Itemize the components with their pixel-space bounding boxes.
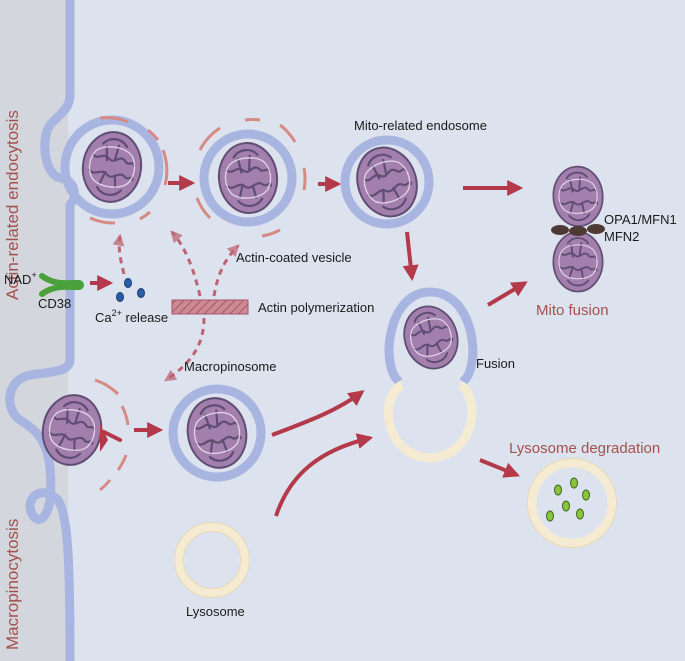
- side-label-macropinocytosis: Macropinocytosis: [3, 519, 22, 650]
- endocytic-vesicle-forming: [60, 115, 169, 225]
- arrow-endosome-to-fusion: [402, 231, 419, 282]
- calcium-ions: [116, 278, 145, 302]
- label-lysosome-degradation: Lysosome degradation: [509, 440, 660, 457]
- arrow-lysosome-to-fusion: [274, 433, 374, 517]
- macropinocytic-cup: [36, 378, 130, 492]
- fused-mitochondria: [550, 164, 606, 293]
- label-actin-coated-vesicle: Actin-coated vesicle: [236, 250, 352, 265]
- macropinocytosis-actin-segments: [94, 378, 130, 492]
- actin-coat-segments: [89, 116, 169, 225]
- macropinosome: [168, 384, 266, 482]
- degradation-fragments: [546, 477, 590, 522]
- degrading-lysosome: [527, 458, 617, 548]
- label-cd38: CD38: [38, 296, 71, 311]
- label-nad: NAD+: [4, 270, 37, 287]
- actin-filament: [171, 299, 249, 315]
- extracellular-region: [0, 0, 68, 661]
- label-opa1-mfn1: OPA1/MFN1: [604, 212, 677, 227]
- cd38-receptor: [39, 273, 84, 297]
- label-lysosome: Lysosome: [186, 604, 245, 619]
- dashed-arrow-actin-to-vesicle-1: [170, 230, 202, 297]
- plasma-membrane: [5, 0, 79, 661]
- fusion-proteins: [551, 224, 605, 236]
- label-mito-fusion: Mito fusion: [536, 302, 609, 319]
- label-actin-polymerization: Actin polymerization: [258, 300, 374, 315]
- arrow-fusion-to-mito-fusion: [486, 281, 528, 307]
- lysosome: [174, 522, 250, 598]
- dashed-arrow-calcium-to-vesicle: [112, 233, 126, 275]
- endosome-lysosome-fusion: [384, 287, 478, 463]
- dashed-arrow-actin-to-vesicle-2: [212, 244, 240, 297]
- dashed-arrow-actin-to-macropinocytosis: [164, 317, 206, 382]
- mito-related-endosome: [340, 135, 434, 229]
- label-ca-release: Ca2+ release: [95, 308, 168, 325]
- label-macropinosome: Macropinosome: [184, 359, 277, 374]
- actin-coated-vesicle: [195, 118, 307, 238]
- side-label-actin-endocytosis: Actin-related endocytosis: [3, 110, 22, 300]
- label-mfn2: MFN2: [604, 229, 639, 244]
- arrow-macropinosome-to-fusion: [271, 390, 365, 437]
- label-mito-related-endosome: Mito-related endosome: [354, 118, 487, 133]
- label-fusion: Fusion: [476, 356, 515, 371]
- arrow-fusion-to-degradation: [479, 458, 520, 478]
